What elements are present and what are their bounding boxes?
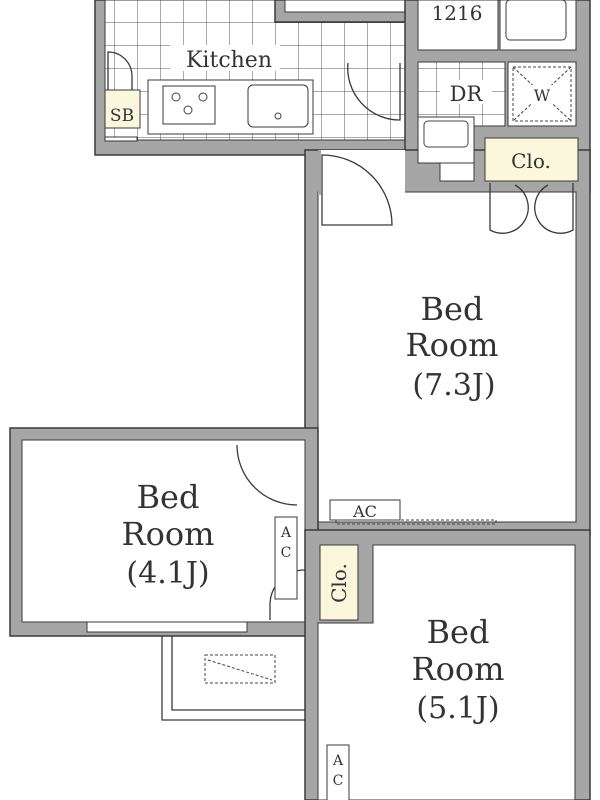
ac-main xyxy=(329,499,401,521)
bedroom-main-size: (7.3J) xyxy=(412,368,495,403)
closet-doors-icon xyxy=(489,183,574,234)
ac-bottom-a: A xyxy=(332,753,344,769)
bedroom-main: Bed Room (7.3J) AC xyxy=(304,149,591,536)
bathtub-icon xyxy=(505,0,567,41)
closet-top xyxy=(484,137,579,182)
bedroom-bottom-size: (5.1J) xyxy=(416,691,499,726)
bedroom-bottom-line2: Room xyxy=(412,650,505,688)
bedroom-main-line1: Bed xyxy=(421,290,484,328)
bedroom-bottom: Clo. Bed Room (5.1J) A C xyxy=(304,529,591,800)
shoebox-label: SB xyxy=(110,106,134,126)
hatch-icon xyxy=(204,654,276,684)
bedroom-left: A C Bed Room (4.1J) xyxy=(9,427,319,637)
bath-size-label: 1216 xyxy=(432,1,483,25)
bedroom-left-line2: Room xyxy=(122,515,215,553)
closet-middle xyxy=(319,544,359,621)
closet-middle-label: Clo. xyxy=(327,563,351,603)
shoebox xyxy=(104,89,141,129)
window xyxy=(86,621,248,633)
door-swing-icon xyxy=(321,154,393,226)
ac-bottom xyxy=(326,744,350,800)
ac-bottom-c: C xyxy=(333,773,344,789)
kitchen-area: SB Kitchen xyxy=(94,0,416,156)
kitchen-label: Kitchen xyxy=(186,48,272,73)
door-swing-icon xyxy=(107,51,133,90)
bedroom-left-size: (4.1J) xyxy=(126,556,209,591)
stove-icon xyxy=(162,85,216,125)
ac-left-c: C xyxy=(281,545,292,561)
washer-icon xyxy=(512,66,572,122)
bedroom-bottom-line1: Bed xyxy=(427,613,490,651)
bedroom-main-line2: Room xyxy=(406,326,499,364)
dressing-room-label: DR xyxy=(450,82,484,106)
ac-left xyxy=(274,516,298,600)
closet-top-label: Clo. xyxy=(511,149,551,173)
closet-top-area: Clo. xyxy=(417,116,579,182)
door-swing-icon xyxy=(347,62,401,121)
bedroom-left-line1: Bed xyxy=(137,478,200,516)
sink-icon xyxy=(247,84,309,128)
ac-left-a: A xyxy=(280,525,292,541)
washer-label: W xyxy=(534,86,551,105)
ac-main-label: AC xyxy=(352,502,377,521)
door-swing-icon xyxy=(236,444,298,506)
washbasin-icon xyxy=(417,116,475,164)
balcony xyxy=(161,636,305,721)
